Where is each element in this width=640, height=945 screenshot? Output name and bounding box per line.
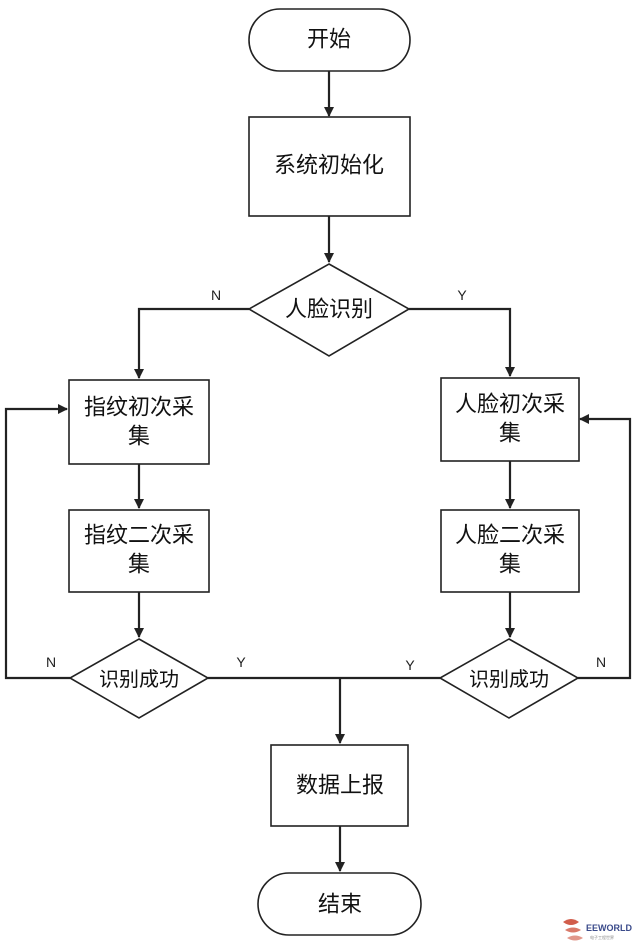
face-first-node <box>440 377 580 462</box>
right-yes-label: Y <box>405 657 415 673</box>
left-no-label: N <box>46 654 56 670</box>
fp-first-node <box>68 379 210 465</box>
fp-first-label-line2: 集 <box>128 425 150 450</box>
arrow-left-no-loop <box>4 404 70 680</box>
fp-second-label-line1: 指纹二次采 <box>84 524 194 549</box>
right-success-label: 识别成功 <box>469 667 549 691</box>
report-label: 数据上报 <box>296 774 384 799</box>
init-label: 系统初始化 <box>274 154 384 179</box>
start-label: 开始 <box>307 28 351 53</box>
init-node <box>248 116 411 217</box>
face-first-label-line2: 集 <box>499 422 521 447</box>
end-label: 结束 <box>318 893 362 918</box>
start-node <box>248 8 411 72</box>
left-success-node <box>68 638 210 719</box>
face-first-label-line1: 人脸初次采 <box>455 393 565 418</box>
face-second-label-line1: 人脸二次采 <box>455 524 565 549</box>
face-decision-node <box>247 263 411 357</box>
face-decision-label: 人脸识别 <box>285 298 373 323</box>
end-node <box>257 872 422 936</box>
report-node <box>270 744 409 827</box>
fp-second-label-line2: 集 <box>128 553 150 578</box>
face-no-label: N <box>211 287 221 303</box>
face-yes-label: Y <box>457 287 467 303</box>
fp-first-label-line1: 指纹初次采 <box>84 396 194 421</box>
arrow-face-no-to-fp-first <box>134 307 249 379</box>
left-yes-label: Y <box>236 654 246 670</box>
right-success-node <box>438 638 580 719</box>
watermark-brand: EEWORLD <box>586 923 632 933</box>
eeworld-watermark-logo: EEWORLD 电子工程世界 <box>563 919 632 941</box>
right-no-label: N <box>596 654 606 670</box>
arrow-right-no-loop <box>578 414 632 680</box>
fp-second-node <box>68 509 210 593</box>
arrow-face-yes-to-face-first <box>409 307 515 377</box>
left-success-label: 识别成功 <box>99 667 179 691</box>
watermark-sub: 电子工程世界 <box>590 934 614 940</box>
face-second-node <box>440 509 580 593</box>
face-second-label-line2: 集 <box>499 553 521 578</box>
